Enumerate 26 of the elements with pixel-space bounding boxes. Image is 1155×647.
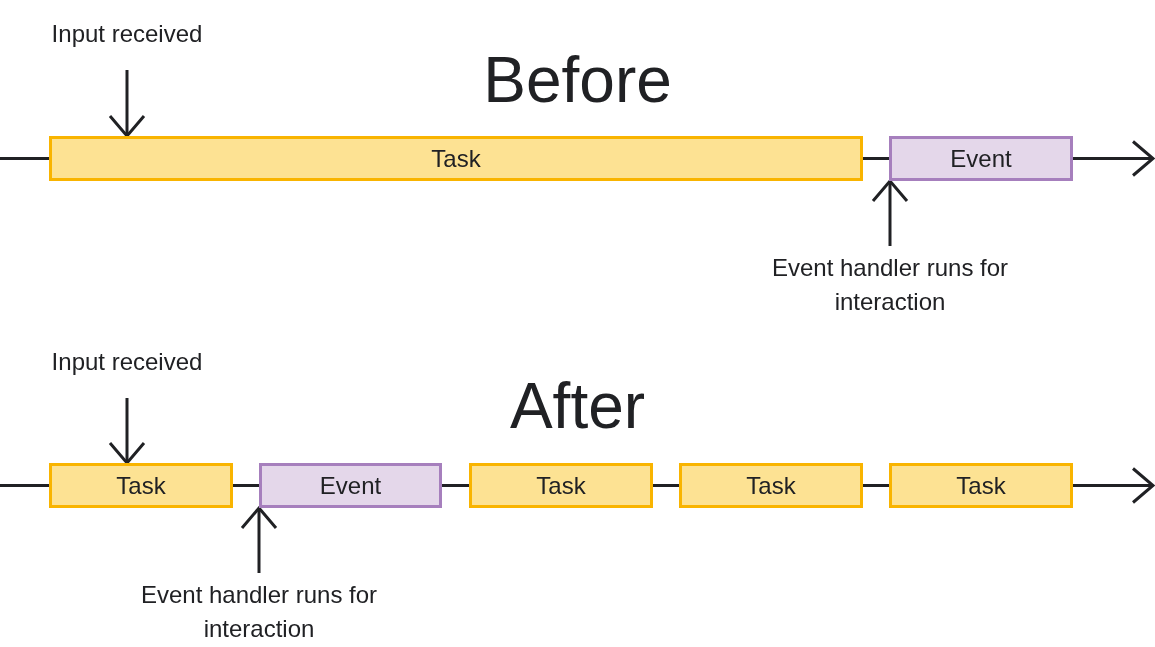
annotation-text: Event handler runs for interaction xyxy=(745,250,1035,320)
timeline-line xyxy=(0,157,49,160)
arrow xyxy=(240,506,278,573)
timeline-line xyxy=(653,484,679,487)
task-bar: Task xyxy=(889,463,1073,508)
timeline-line xyxy=(233,484,259,487)
event-bar: Event xyxy=(889,136,1073,181)
timeline-line xyxy=(863,484,889,487)
arrow xyxy=(108,70,146,138)
timeline-line xyxy=(0,484,49,487)
arrow xyxy=(871,179,909,246)
annotation-text: Event handler runs for interaction xyxy=(114,577,404,647)
task-bar: Task xyxy=(679,463,863,508)
arrow xyxy=(1073,467,1155,504)
arrow xyxy=(108,398,146,465)
task-bar: Task xyxy=(49,463,233,508)
timeline-line xyxy=(863,157,889,160)
event-bar: Event xyxy=(259,463,442,508)
annotation-text: Input received xyxy=(50,328,204,396)
timeline-heading: Before xyxy=(483,44,672,116)
timeline-line xyxy=(442,484,469,487)
arrow xyxy=(1073,140,1155,177)
annotation-text: Input received xyxy=(50,0,204,68)
task-bar: Task xyxy=(469,463,653,508)
timeline-heading: After xyxy=(509,370,646,442)
task-bar: Task xyxy=(49,136,863,181)
